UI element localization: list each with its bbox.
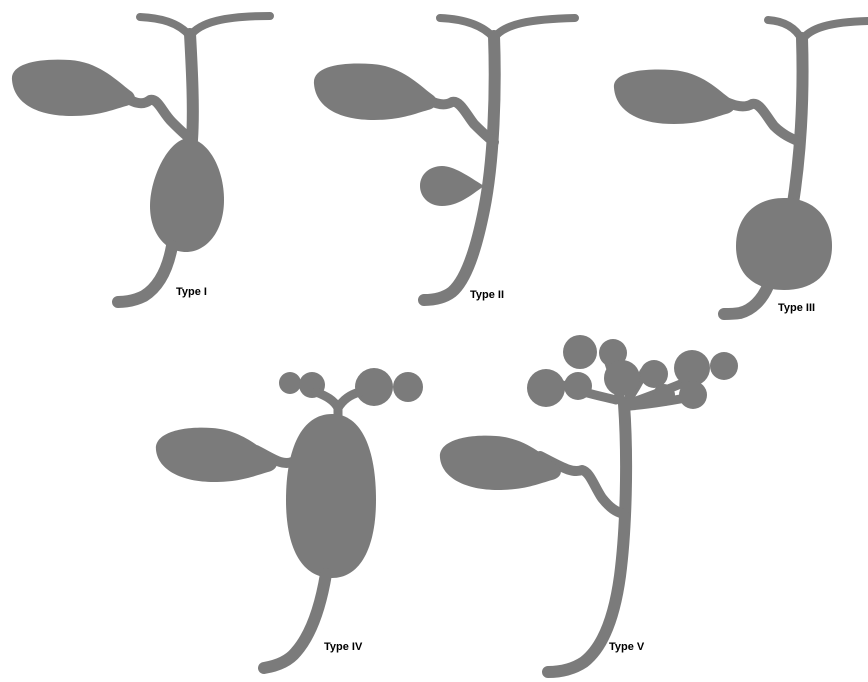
type-2-label: Type II xyxy=(470,289,504,301)
type-3-label: Type III xyxy=(778,302,815,314)
type-3-common-bile-duct xyxy=(792,38,803,210)
type-3-gallbladder xyxy=(614,70,735,124)
type-5-intrahepatic-cyst-3 xyxy=(527,369,565,407)
type-4-intrahepatic-cyst-3 xyxy=(355,368,393,406)
type-3-distal-duct xyxy=(724,286,768,314)
type-5-intrahepatic-cyst-9 xyxy=(653,384,675,406)
type-1-distal-duct xyxy=(118,246,172,302)
type-4-intrahepatic-cyst-1 xyxy=(279,372,301,394)
type-1-common-hepatic-duct xyxy=(190,34,193,140)
type-1-hepatic-ducts xyxy=(140,16,270,36)
type-5-intrahepatic-cyst-6 xyxy=(640,360,668,388)
type-2-hepatic-ducts xyxy=(440,18,575,38)
type-5-gallbladder xyxy=(440,436,561,490)
type-4-panel: Type IV xyxy=(156,368,423,668)
type-1-fusiform-cyst xyxy=(150,138,224,252)
type-5-intrahepatic-cyst-8 xyxy=(710,352,738,380)
type-5-intrahepatic-cyst-7 xyxy=(674,350,710,386)
type-3-panel: Type III xyxy=(614,20,868,314)
type-3-choledochocele xyxy=(736,198,832,290)
type-2-panel: Type II xyxy=(314,18,575,301)
type-5-label: Type V xyxy=(609,641,645,653)
type-1-panel: Type I xyxy=(12,16,270,302)
type-3-hepatic-ducts xyxy=(768,20,868,40)
type-5-intrahepatic-cyst-1 xyxy=(563,335,597,369)
type-5-intrahepatic-cyst-5 xyxy=(604,360,640,396)
type-5-panel: Type V xyxy=(440,335,738,672)
type-5-common-bile-duct xyxy=(548,404,626,672)
type-2-gallbladder xyxy=(314,64,437,120)
type-2-diverticulum xyxy=(420,166,484,206)
type-5-intrahepatic-cyst-4 xyxy=(564,372,592,400)
type-1-label: Type I xyxy=(176,286,207,298)
type-5-intrahepatic-cyst-10 xyxy=(679,381,707,409)
type-4-intrahepatic-cyst-4 xyxy=(393,372,423,402)
type-4-label: Type IV xyxy=(324,641,363,653)
type-4-extrahepatic-cyst xyxy=(286,414,376,578)
type-1-gallbladder xyxy=(12,60,135,116)
type-4-distal-duct xyxy=(264,574,326,668)
type-4-gallbladder xyxy=(156,428,277,482)
